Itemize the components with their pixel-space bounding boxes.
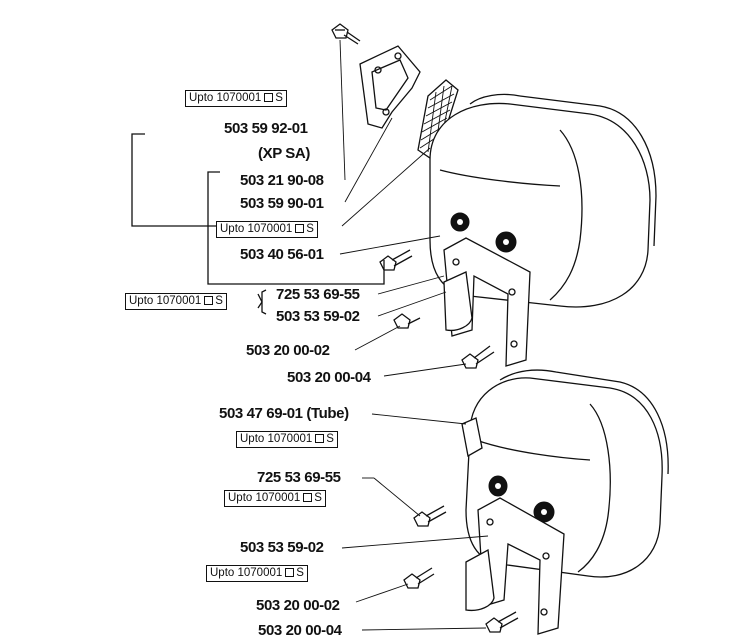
checkbox-square-icon (204, 296, 214, 305)
upper-screw-1 (379, 249, 413, 271)
serial-note-text: Upto 1070001 (228, 492, 301, 504)
serial-note-text: Upto 1070001 (189, 92, 262, 104)
lower-bracket (465, 497, 565, 635)
part-503-20-00-02-lower: 503 20 00-02 (256, 597, 340, 614)
part-503-53-59-02-upper: 503 53 59-02 (276, 308, 360, 325)
part-725-53-69-55-lower: 725 53 69-55 (257, 469, 341, 486)
checkbox-square-icon (295, 224, 305, 233)
serial-note-suffix: S (306, 223, 314, 235)
serial-note-suffix: S (215, 295, 223, 307)
upper-screw-2 (393, 313, 421, 329)
serial-note-box-4: Upto 1070001 S (236, 431, 338, 448)
serial-note-suffix: S (314, 492, 322, 504)
checkbox-square-icon (264, 93, 274, 102)
serial-note-text: Upto 1070001 (210, 567, 283, 579)
part-503-47-69-01-tube: 503 47 69-01 (Tube) (219, 405, 349, 422)
xp-sa-note: (XP SA) (258, 145, 310, 162)
serial-note-suffix: S (326, 433, 334, 445)
upper-bracket-lines (131, 133, 385, 315)
serial-note-box-1: Upto 1070001 S (185, 90, 287, 107)
spark-screen (417, 79, 459, 159)
part-725-53-69-55-upper: 725 53 69-55 (276, 286, 360, 303)
part-503-53-59-02-lower: 503 53 59-02 (240, 539, 324, 556)
upper-screw-3 (461, 345, 495, 369)
checkbox-square-icon (303, 493, 313, 502)
lower-screw-1 (413, 505, 447, 527)
part-503-59-92-01: 503 59 92-01 (224, 120, 308, 137)
serial-note-box-5: Upto 1070001 S (224, 490, 326, 507)
serial-note-text: Upto 1070001 (240, 433, 313, 445)
part-503-21-90-08: 503 21 90-08 (240, 172, 324, 189)
upper-bracket (443, 237, 531, 367)
part-503-20-00-04-upper: 503 20 00-04 (287, 369, 371, 386)
part-503-20-00-02-upper: 503 20 00-02 (246, 342, 330, 359)
lower-leader-lines (341, 413, 489, 631)
serial-note-suffix: S (296, 567, 304, 579)
part-503-59-90-01: 503 59 90-01 (240, 195, 324, 212)
checkbox-square-icon (285, 568, 295, 577)
part-503-20-00-04-lower: 503 20 00-04 (258, 622, 342, 639)
top-screw (331, 23, 361, 45)
upper-leader-lines (339, 39, 467, 377)
serial-note-text: Upto 1070001 (129, 295, 202, 307)
lower-screw-2 (403, 567, 435, 589)
serial-note-box-6: Upto 1070001 S (206, 565, 308, 582)
lower-screw-3 (485, 611, 519, 633)
serial-note-box-2: Upto 1070001 S (216, 221, 318, 238)
serial-note-suffix: S (275, 92, 283, 104)
flange-plate (359, 45, 421, 129)
checkbox-square-icon (315, 434, 325, 443)
serial-note-box-3: Upto 1070001 S (125, 293, 227, 310)
part-503-40-56-01: 503 40 56-01 (240, 246, 324, 263)
serial-note-text: Upto 1070001 (220, 223, 293, 235)
